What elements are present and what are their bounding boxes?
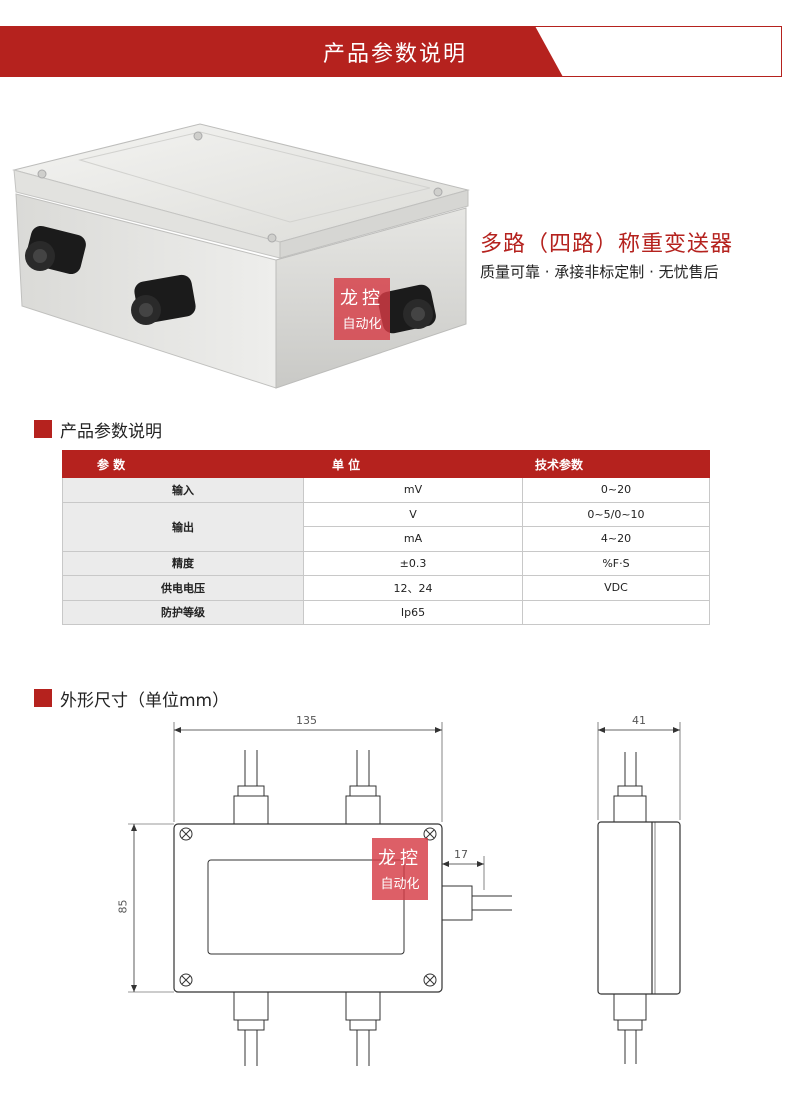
- table-row: mA 4~20: [63, 526, 710, 552]
- header-banner: 产品参数说明: [0, 26, 790, 78]
- row-value: %F·S: [522, 550, 710, 576]
- watermark-logo: 龙控 自动化: [334, 278, 390, 340]
- section-marker: [34, 420, 52, 438]
- table-row: 防护等级 Ip65: [62, 599, 710, 625]
- header-title: 产品参数说明: [322, 42, 467, 67]
- table-row: 精度 ±0.3 %F·S: [62, 550, 710, 576]
- params-section-heading: 产品参数说明: [34, 418, 162, 442]
- watermark-logo: 龙控 自动化: [372, 838, 428, 900]
- row-value: 0~20: [522, 477, 710, 503]
- banner-shape: [0, 26, 782, 77]
- row-value: 4~20: [522, 526, 710, 552]
- product-tagline: 质量可靠 · 承接非标定制 · 无忧售后: [480, 263, 719, 281]
- dimension-drawing: 135 85 17 41 龙控 自动化: [0, 700, 790, 1100]
- product-hero: 龙控 自动化 多路（四路）称重变送器 质量可靠 · 承接非标定制 · 无忧售后: [0, 110, 790, 410]
- dims-section-title: 外形尺寸（单位mm）: [60, 690, 230, 711]
- table-row: 输出 V 0~5/0~10: [62, 501, 710, 552]
- table-header-row: 参 数 单 位 技术参数: [62, 450, 710, 478]
- col-header-spec: 技术参数: [522, 450, 710, 478]
- row-label: 精度: [62, 550, 304, 576]
- row-unit: 12、24: [303, 575, 523, 601]
- params-table: 参 数 单 位 技术参数 输入 mV 0~20 输出 V 0~5/0~10 mA…: [62, 450, 710, 625]
- watermark-line2: 自动化: [342, 317, 382, 332]
- watermark-line1: 龙控: [340, 288, 384, 309]
- row-label: 供电电压: [62, 575, 304, 601]
- dim-height: 85: [116, 899, 130, 914]
- row-value: [522, 599, 710, 625]
- table-row: 供电电压 12、24 VDC: [62, 575, 710, 601]
- watermark-line1: 龙控: [378, 848, 422, 869]
- row-unit: mV: [303, 477, 523, 503]
- row-unit: mA: [303, 526, 523, 552]
- table-row: 输入 mV 0~20: [62, 477, 710, 503]
- watermark-line2: 自动化: [380, 877, 420, 892]
- dim-gland: 17: [454, 848, 468, 861]
- dim-length: 135: [296, 714, 317, 727]
- row-unit: V: [303, 501, 523, 527]
- params-section-title: 产品参数说明: [60, 421, 162, 442]
- product-image: [12, 123, 470, 389]
- row-label: 防护等级: [62, 599, 304, 625]
- dim-depth: 41: [632, 714, 646, 727]
- product-name: 多路（四路）称重变送器: [480, 232, 734, 257]
- row-value: 0~5/0~10: [522, 501, 710, 527]
- row-unit: Ip65: [303, 599, 523, 625]
- row-value: VDC: [522, 575, 710, 601]
- col-header-unit: 单 位: [303, 450, 523, 478]
- section-marker: [34, 689, 52, 707]
- row-label: 输入: [62, 477, 304, 503]
- row-unit: ±0.3: [303, 550, 523, 576]
- col-header-param: 参 数: [62, 450, 304, 478]
- technical-drawing: [128, 722, 681, 1066]
- dims-section-heading: 外形尺寸（单位mm）: [34, 687, 230, 711]
- row-label: 输出: [62, 501, 304, 552]
